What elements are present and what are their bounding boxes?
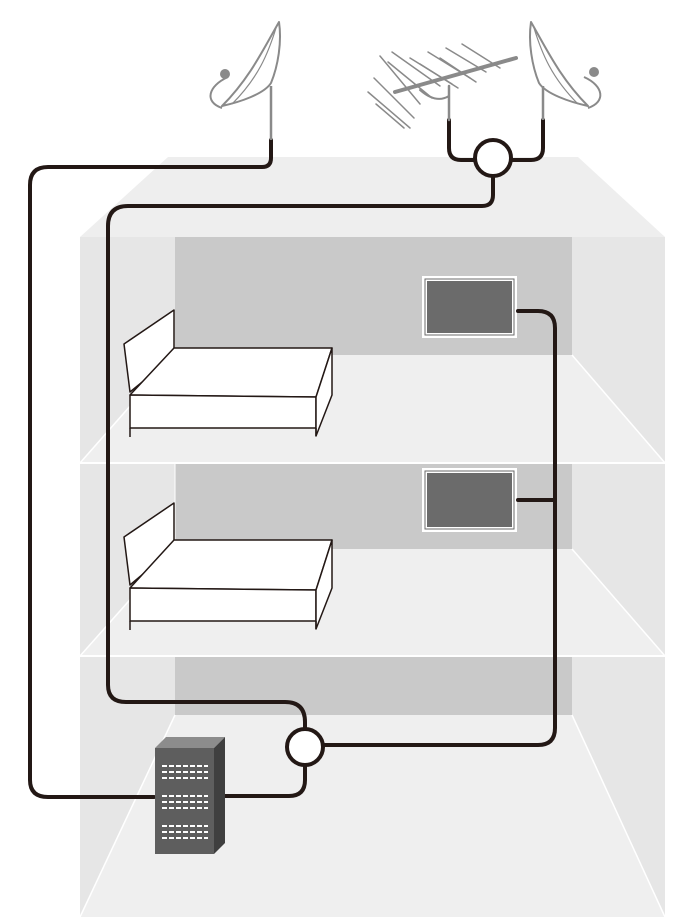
cable-antenna [447,118,476,162]
yagi-antenna-icon [367,43,518,129]
floor-1-back-wall [175,657,572,715]
cable-left-dish [28,138,273,799]
bed-icon [123,502,333,630]
building-roof [80,157,665,237]
cable-trunk [106,174,495,732]
server-rack-icon [155,737,225,854]
floor-1 [79,657,666,918]
cable-head-end [216,763,307,798]
television-icon [422,468,517,532]
television-icon [422,276,517,338]
satellite-dish-icon [529,21,602,120]
bed-icon [123,309,333,437]
splitter-icon [473,138,513,178]
coaxial-cables [28,118,557,799]
satellite-dish-icon [209,21,281,140]
cable-riser [323,309,557,747]
cable-right-dish [510,118,545,162]
floor-1-floor [80,715,665,917]
splitter-icon [285,727,325,767]
